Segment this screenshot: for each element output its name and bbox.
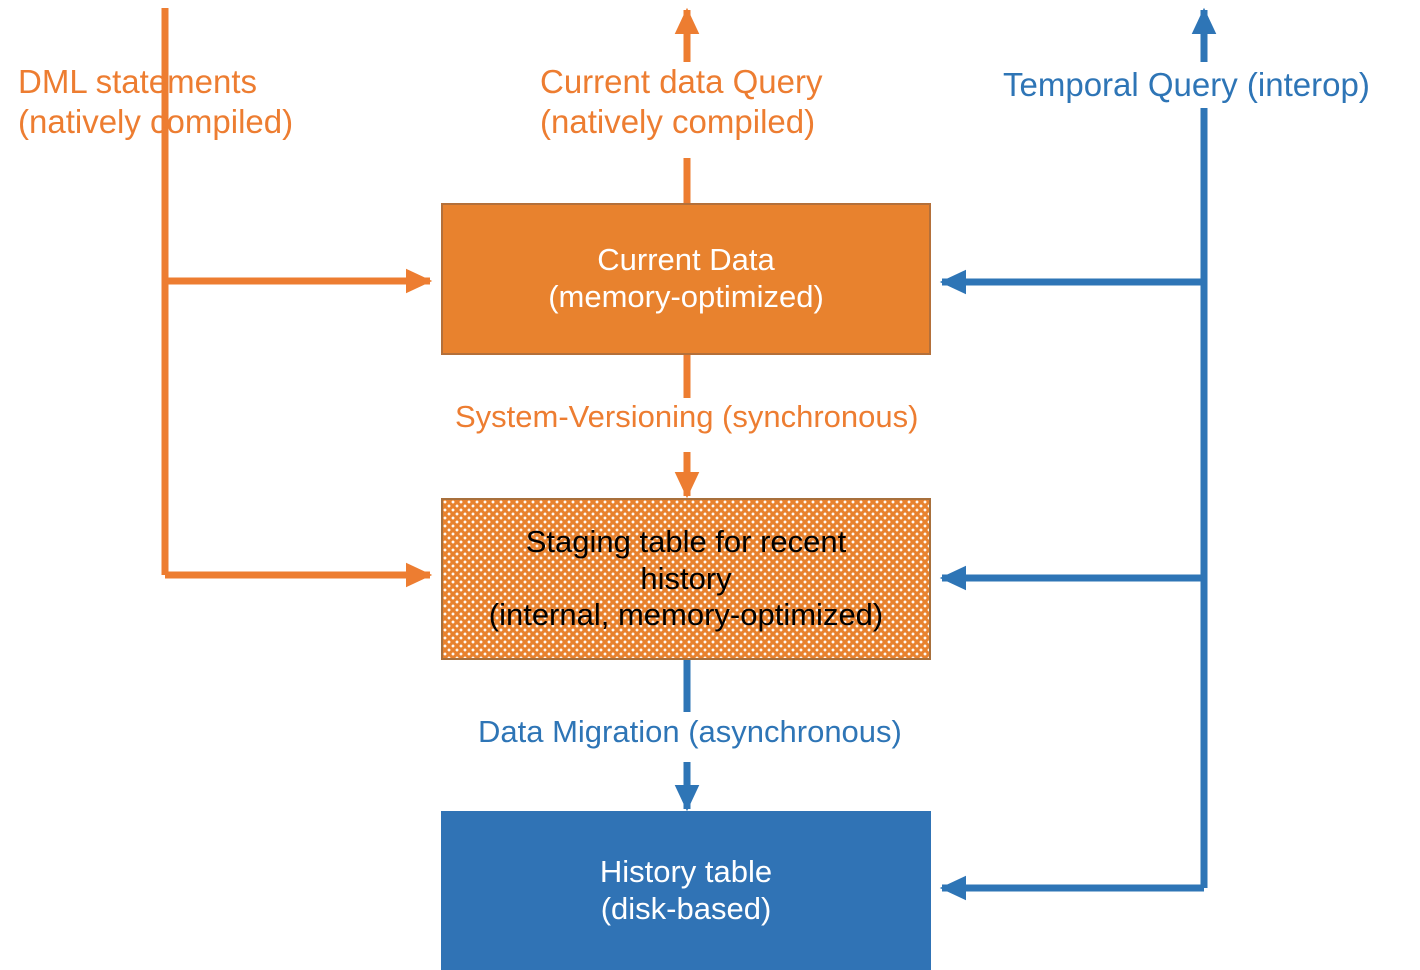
- label-temporal-query: Temporal Query (interop): [1003, 65, 1370, 105]
- label-temporal-query-line1: Temporal Query (interop): [1003, 66, 1370, 103]
- label-current-data-query-line1: Current data Query: [540, 63, 823, 100]
- node-history-table-line1: History table: [599, 853, 773, 889]
- label-current-data-query: Current data Query (natively compiled): [540, 62, 822, 141]
- node-history-table-line2: (disk-based): [600, 890, 772, 926]
- node-staging-table-line1: Staging table for recent: [525, 524, 847, 560]
- label-dml-statements: DML statements (natively compiled): [18, 62, 293, 141]
- label-data-migration: Data Migration (asynchronous): [478, 713, 902, 750]
- label-dml-statements-line2: (natively compiled): [18, 102, 294, 140]
- node-staging-table-line2: history: [640, 560, 732, 596]
- label-system-versioning: System-Versioning (synchronous): [455, 398, 918, 435]
- node-current-data-text: Current Data (memory-optimized): [443, 242, 929, 315]
- label-data-migration-line1: Data Migration (asynchronous): [478, 714, 902, 749]
- label-current-data-query-line2: (natively compiled): [540, 102, 816, 140]
- node-history-table-text: History table (disk-based): [441, 854, 931, 927]
- node-staging-table[interactable]: Staging table for recent history (intern…: [441, 498, 931, 660]
- node-staging-table-text: Staging table for recent history (intern…: [443, 524, 929, 634]
- node-history-table[interactable]: History table (disk-based): [441, 811, 931, 970]
- label-dml-statements-line1: DML statements: [18, 63, 258, 100]
- node-current-data-line1: Current Data: [597, 242, 775, 278]
- node-current-data[interactable]: Current Data (memory-optimized): [441, 203, 931, 355]
- node-staging-table-line3: (internal, memory-optimized): [488, 597, 884, 633]
- node-current-data-line2: (memory-optimized): [548, 279, 824, 314]
- label-system-versioning-line1: System-Versioning (synchronous): [455, 399, 919, 434]
